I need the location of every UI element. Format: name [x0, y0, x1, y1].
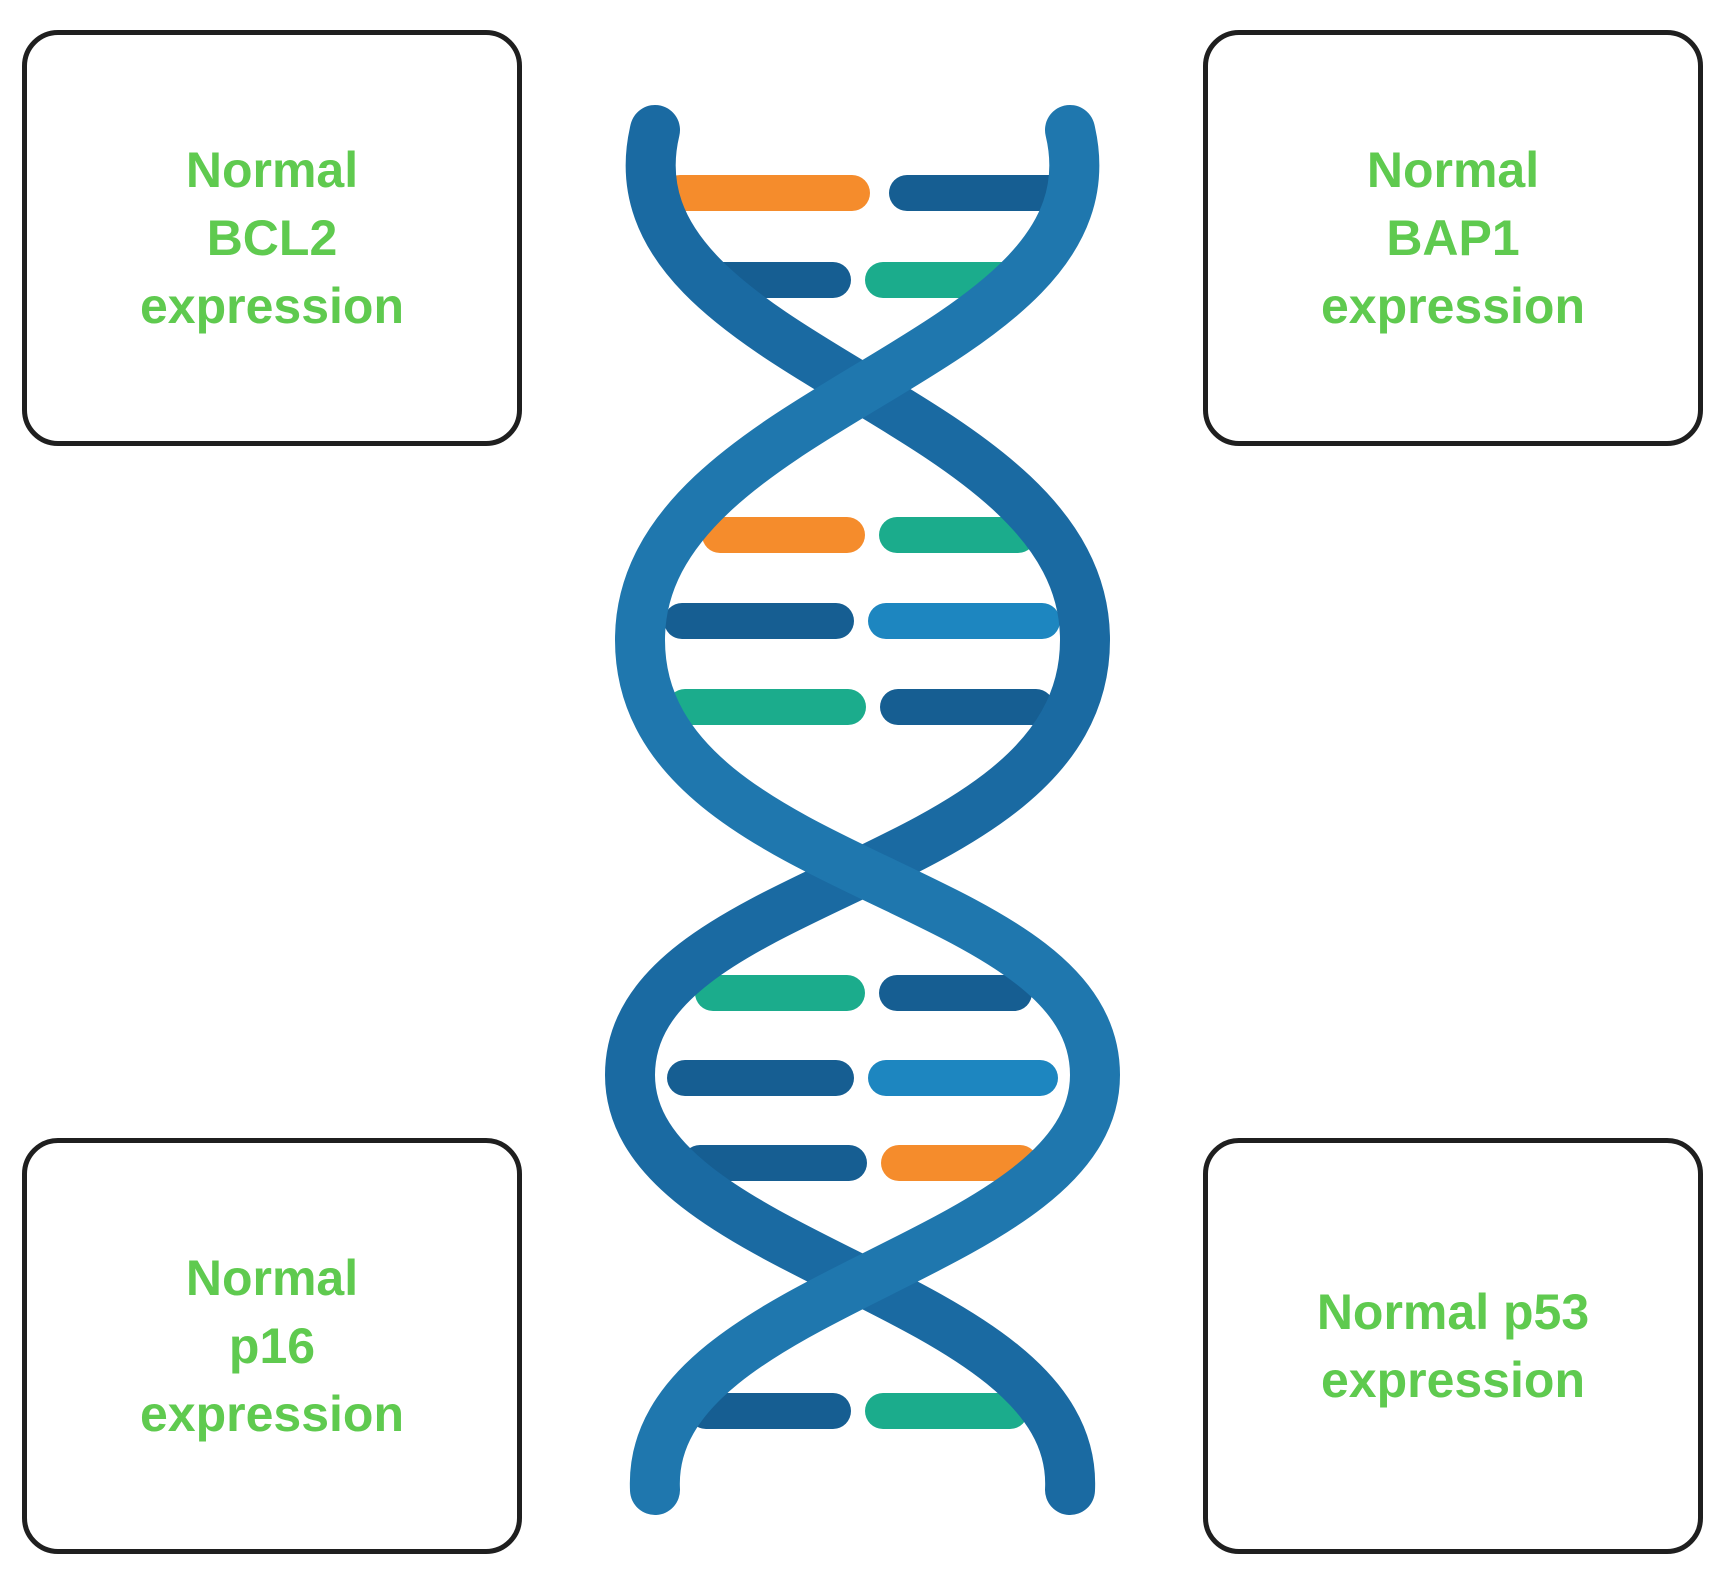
box-text-line: p16 [228, 1318, 316, 1374]
box-text-line: Normal [185, 1250, 359, 1306]
box-text-line: BAP1 [1386, 210, 1520, 266]
box-text-line: expression [1320, 1352, 1585, 1408]
box-text-line: Normal [185, 142, 359, 198]
box-text-line: expression [139, 1386, 404, 1442]
p16-expression-box: Normal p16 expression [22, 1138, 522, 1554]
box-text-line: Normal [1366, 142, 1540, 198]
box-text-line: expression [139, 278, 404, 334]
bcl2-expression-box: Normal BCL2 expression [22, 30, 522, 446]
dna-strand-b [614, 105, 1121, 1515]
bap1-expression-box: Normal BAP1 expression [1203, 30, 1703, 446]
box-text-line: BCL2 [206, 210, 338, 266]
box-text-line: Normal p53 [1316, 1284, 1590, 1340]
box-text-line: expression [1320, 278, 1585, 334]
p53-expression-box: Normal p53 expression [1203, 1138, 1703, 1554]
